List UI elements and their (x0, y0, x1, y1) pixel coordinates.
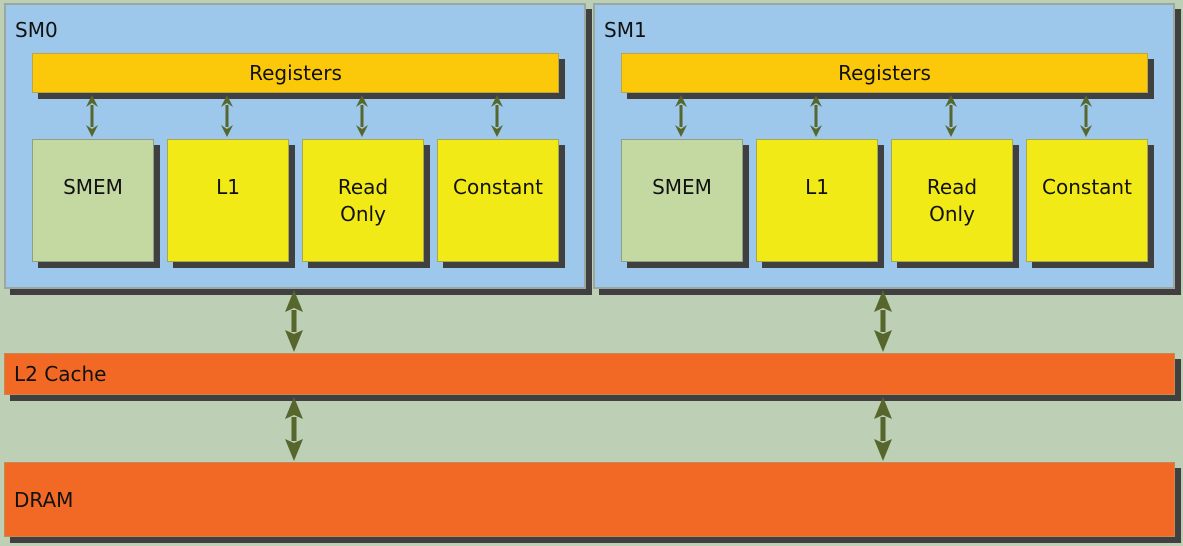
sm1-to-l2-arrow (874, 290, 892, 352)
sm0-block: SM0 Registers SMEM L1 Read Only Constant (4, 3, 586, 289)
sm1-block: SM1 Registers SMEM L1 Read Only Constant (593, 3, 1175, 289)
dram-label: DRAM (14, 487, 74, 512)
sm0-constant-label: Constant (453, 175, 543, 199)
sm1-read-only-label: Read Only (926, 175, 978, 226)
sm0-label: SM0 (15, 18, 58, 42)
l2-to-dram-arrow-0 (285, 397, 303, 461)
sm1-read-only: Read Only (891, 139, 1013, 262)
sm1-label: SM1 (604, 18, 647, 42)
l2-to-dram-arrow-1 (874, 397, 892, 461)
sm0-l1-label: L1 (216, 175, 240, 199)
sm1-l1-label: L1 (805, 175, 829, 199)
sm1-constant-label: Constant (1042, 175, 1132, 199)
sm0-constant: Constant (437, 139, 559, 262)
sm0-smem: SMEM (32, 139, 154, 262)
l2-cache-bar: L2 Cache (4, 353, 1175, 395)
dram-bar: DRAM (4, 462, 1175, 537)
sm1-l1: L1 (756, 139, 878, 262)
sm0-l1: L1 (167, 139, 289, 262)
sm0-registers: Registers (32, 53, 559, 93)
sm1-registers: Registers (621, 53, 1148, 93)
sm0-read-only-label: Read Only (337, 175, 389, 226)
sm0-smem-label: SMEM (63, 175, 123, 199)
sm0-read-only: Read Only (302, 139, 424, 262)
l2-cache-label: L2 Cache (14, 362, 107, 386)
sm1-smem: SMEM (621, 139, 743, 262)
sm0-to-l2-arrow (285, 290, 303, 352)
sm1-constant: Constant (1026, 139, 1148, 262)
sm1-smem-label: SMEM (652, 175, 712, 199)
